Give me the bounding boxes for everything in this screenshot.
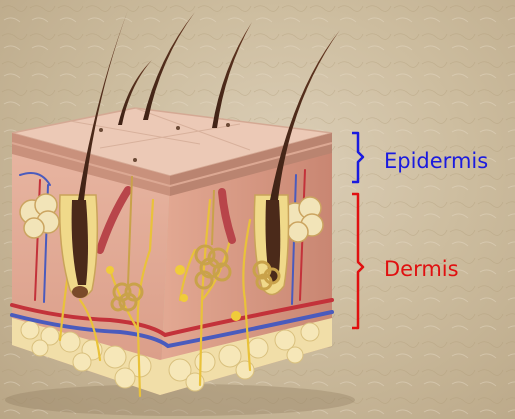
dermis-label: Dermis [384,259,459,280]
epidermis-label: Epidermis [384,151,488,172]
